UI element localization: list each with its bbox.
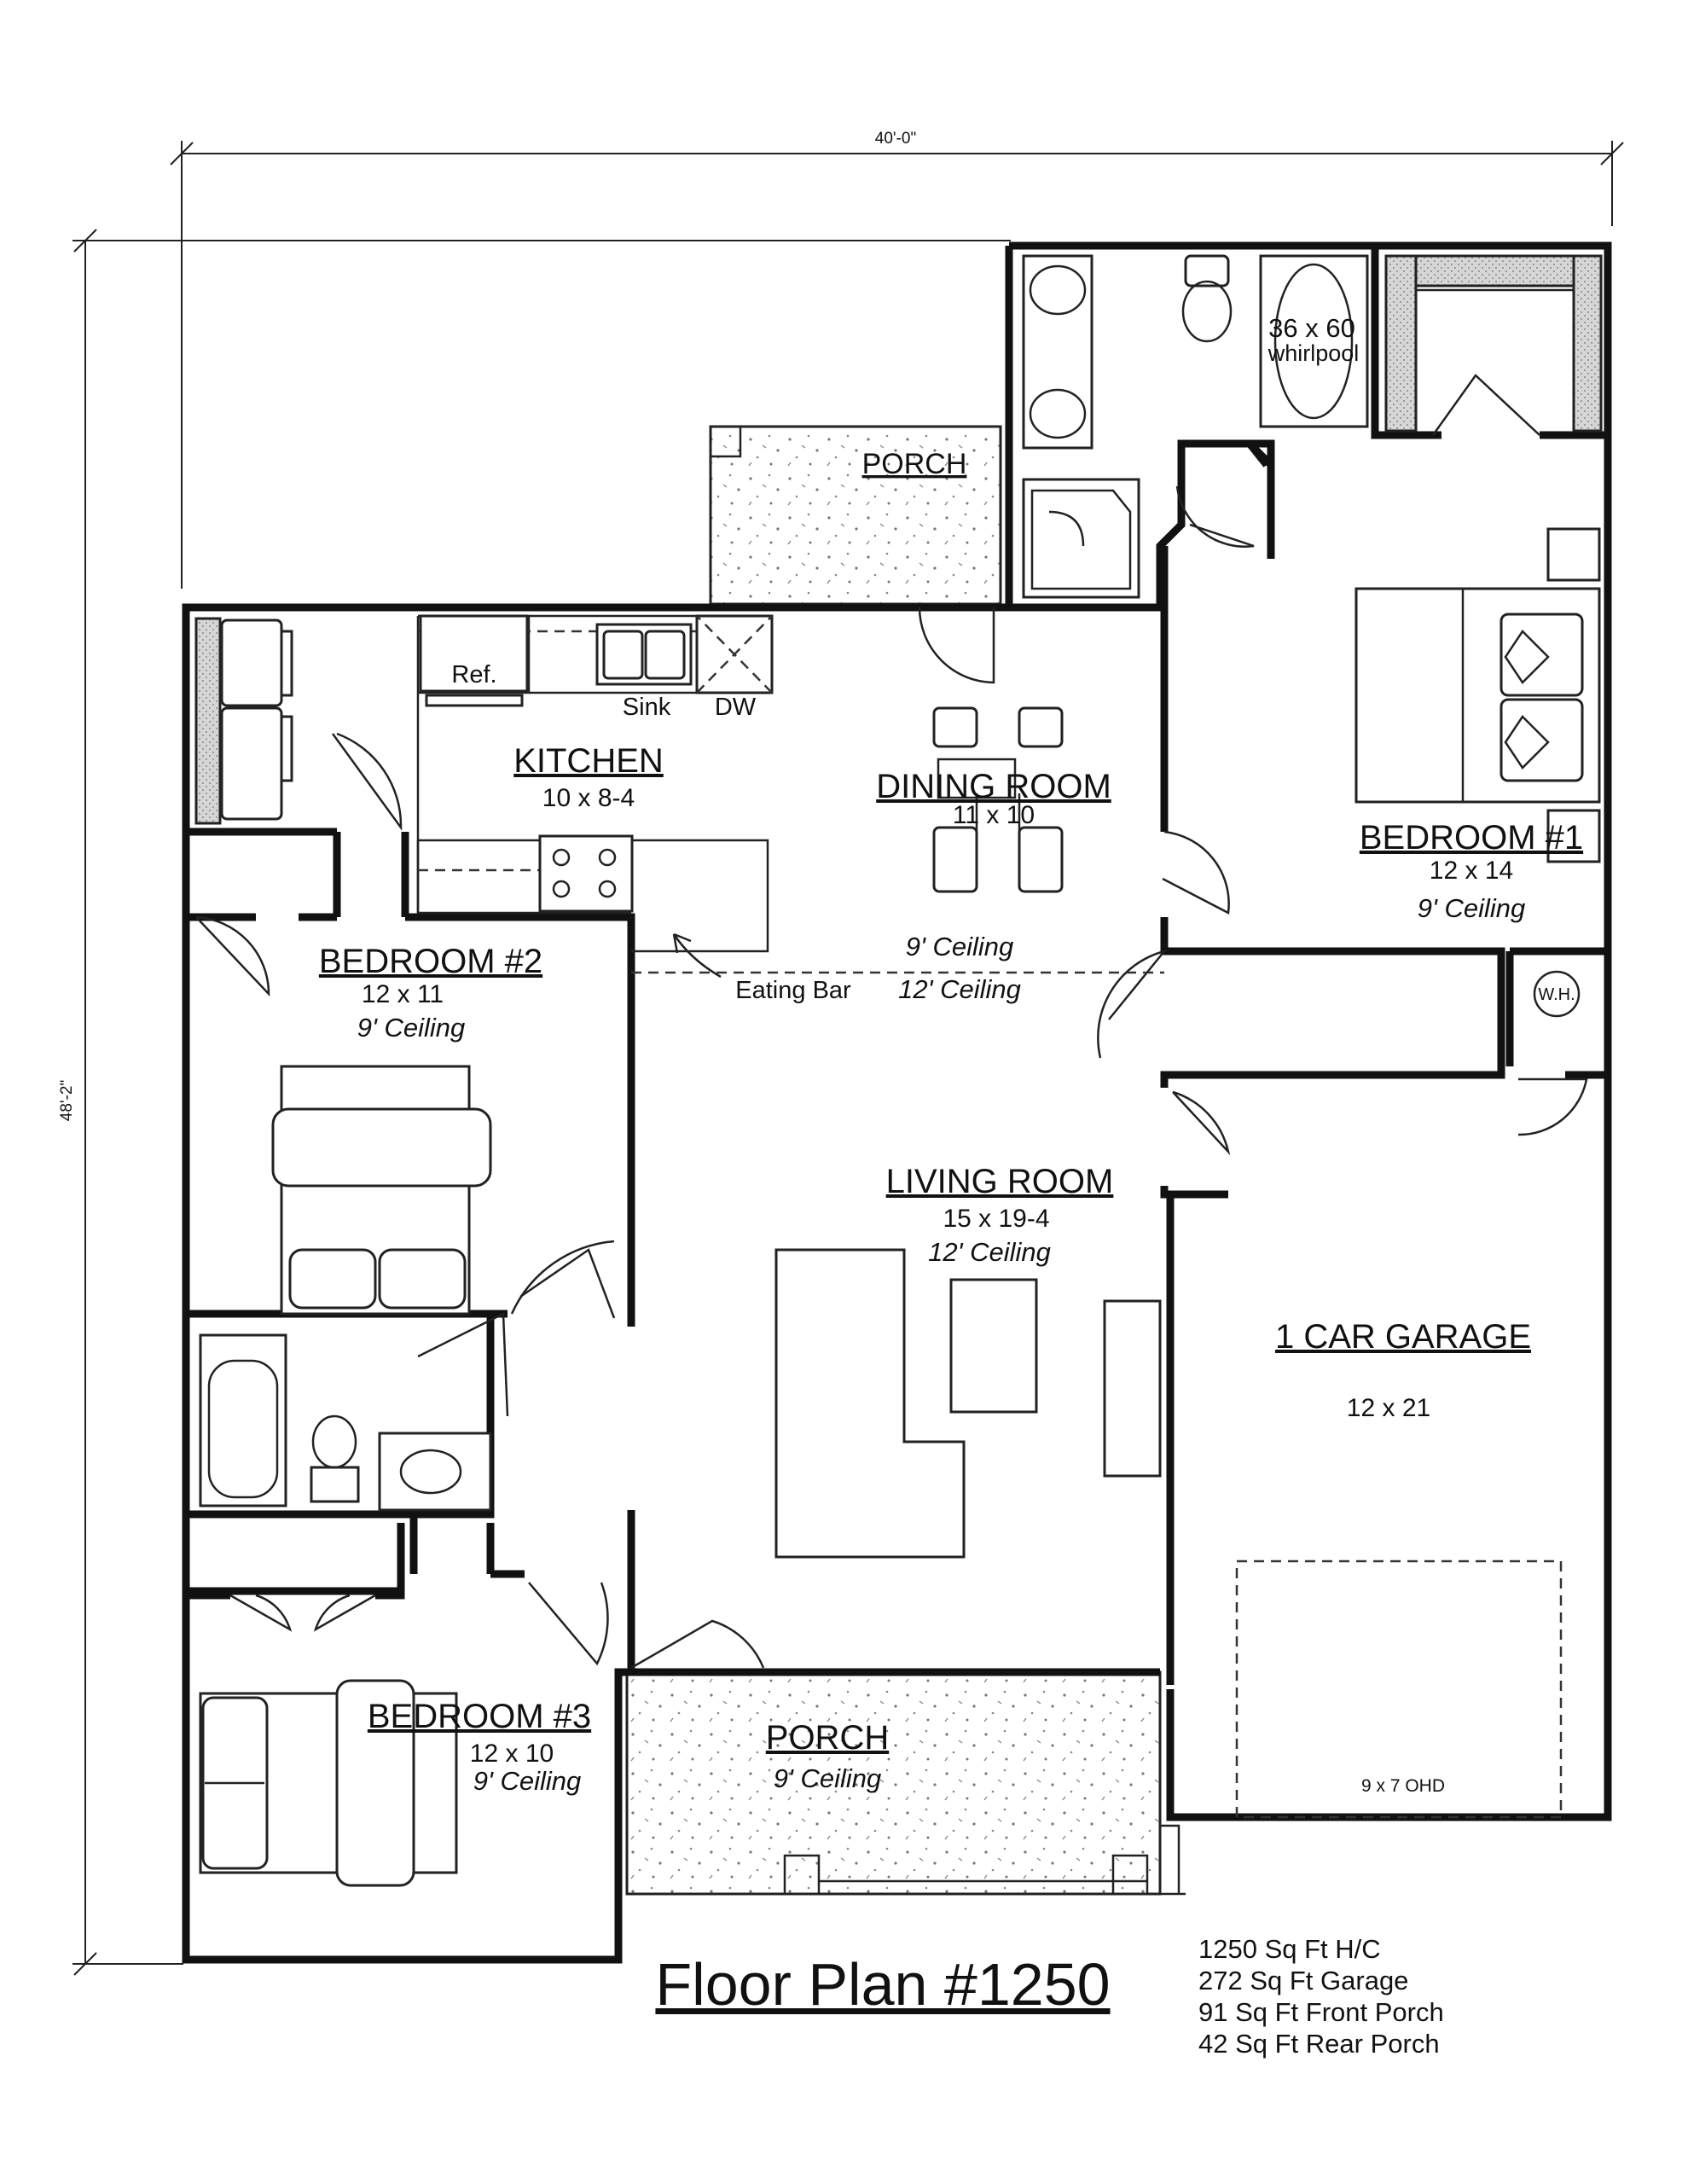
dining-name: DINING ROOM [876,768,1111,805]
bed1-bed [1354,527,1601,863]
bed2-ceiling: 9' Ceiling [357,1013,466,1043]
bed3-ceiling: 9' Ceiling [473,1766,582,1796]
front-porch-name: PORCH [766,1719,889,1757]
front-porch-ceiling: 9' Ceiling [774,1763,882,1793]
bed2-bed [271,1065,492,1316]
dw-label: DW [715,694,757,721]
front-porch [625,1670,1162,1896]
bed3-bed [199,1679,458,1887]
labels: PORCH KITCHEN 10 x 8-4 DINING ROOM 11 x … [319,448,1583,1796]
range [538,834,634,913]
bed1-name: BEDROOM #1 [1360,819,1583,857]
kitchen-size: 10 x 8-4 [542,784,635,812]
eating-bar-label: Eating Bar [735,977,851,1004]
stats-block: 1250 Sq Ft H/C 272 Sq Ft Garage 91 Sq Ft… [1198,1934,1444,2059]
master-bath-fixtures: 36 x 60 whirlpool [1022,254,1369,599]
living-size: 15 x 19-4 [943,1205,1049,1233]
master-closet-hatch-left [1384,254,1418,433]
whirlpool-size-label: 36 x 60 [1268,313,1355,343]
living-name: LIVING ROOM [886,1163,1114,1200]
plan-title: Floor Plan #1250 [655,1951,1110,2018]
rear-porch-name: PORCH [862,448,967,480]
laundry [220,619,293,821]
ceiling-note-12: 12' Ceiling [898,974,1021,1004]
stat-hc: 1250 Sq Ft H/C [1198,1934,1381,1964]
stat-front-porch: 91 Sq Ft Front Porch [1198,1997,1444,2027]
stat-garage: 272 Sq Ft Garage [1198,1966,1408,1995]
garage-size: 12 x 21 [1347,1394,1430,1422]
living-furniture [774,1248,1162,1559]
width-dimension-label: 40'-0" [875,130,916,148]
eating-bar-arrow [672,932,722,979]
doors [195,374,1588,1670]
ref-label: Ref. [451,661,496,688]
sink-label: Sink [623,694,671,721]
living-ceiling: 12' Ceiling [928,1237,1051,1267]
bed2-name: BEDROOM #2 [319,943,542,980]
stat-rear-porch: 42 Sq Ft Rear Porch [1198,2029,1440,2059]
garage-name: 1 CAR GARAGE [1275,1318,1531,1356]
laundry-hatch [194,617,222,825]
bath2-fixtures [199,1333,492,1512]
width-dimension: 40'-0" [170,130,1624,589]
kitchen-counters: Ref. Sink DW [416,614,774,953]
bed1-ceiling: 9' Ceiling [1418,893,1526,923]
dining-table [932,706,1064,893]
ceiling-note-9: 9' Ceiling [906,932,1014,961]
depth-dimension: 48'-2" [58,229,1011,1976]
master-closet-hatch-top [1414,254,1575,288]
whirlpool-label: whirlpool [1267,340,1360,366]
water-heater-label: W.H. [1538,985,1575,1004]
kitchen-name: KITCHEN [513,742,664,780]
master-closet-hatch-right [1572,254,1603,433]
garage-details: W.H. [1235,970,1581,1819]
bed3-size: 12 x 10 [470,1740,554,1768]
bed1-size: 12 x 14 [1430,857,1513,885]
depth-dimension-label: 48'-2" [58,1080,76,1121]
dining-size: 11 x 10 [953,801,1035,829]
garage-door-label: 9 x 7 OHD [1361,1776,1445,1796]
bed2-size: 12 x 11 [362,980,444,1008]
water-heater-icon [1533,970,1581,1018]
bed3-name: BEDROOM #3 [368,1698,591,1735]
